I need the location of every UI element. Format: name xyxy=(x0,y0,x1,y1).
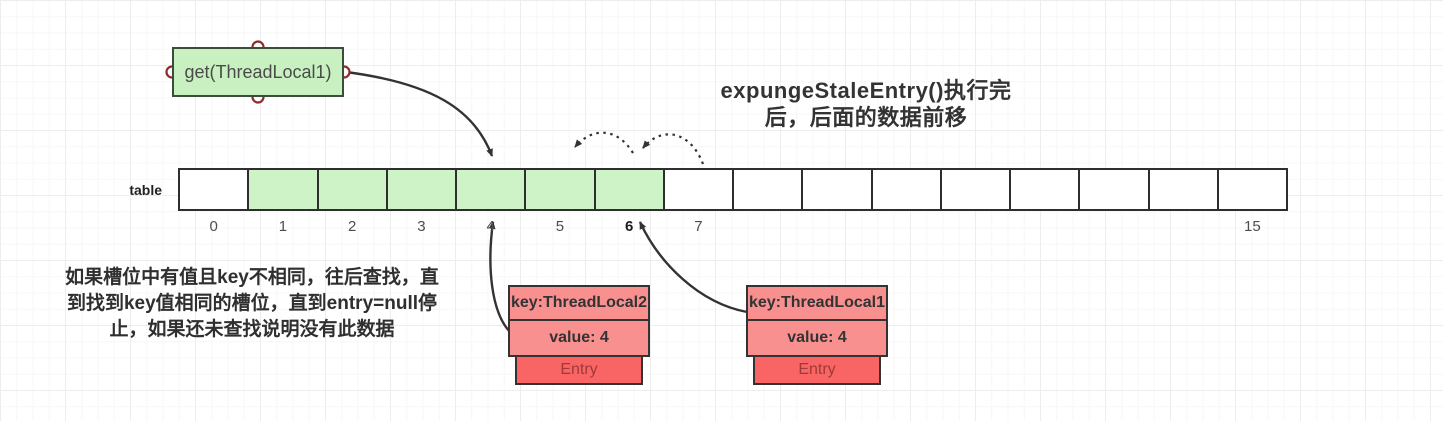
table-cell-11[interactable] xyxy=(939,170,1009,209)
expunge-title: expungeStaleEntry()执行完 后，后面的数据前移 xyxy=(700,77,1032,131)
cell-index-label: 0 xyxy=(209,218,218,235)
cell-index-label: 3 xyxy=(417,218,426,235)
entry-value-label: value: 4 xyxy=(787,329,847,346)
dotted-arc-6-to-5 xyxy=(574,131,634,154)
dotted-arc-7-to-6 xyxy=(642,133,705,165)
table-cell-1[interactable]: 1 xyxy=(247,170,317,235)
entry-key-label: key:ThreadLocal1 xyxy=(748,287,886,321)
table-cell-5[interactable]: 5 xyxy=(524,170,594,235)
get-threadlocal1-box[interactable]: get(ThreadLocal1) xyxy=(172,47,344,97)
table-cell-4[interactable]: 4 xyxy=(455,170,525,235)
title-line-2: 后，后面的数据前移 xyxy=(764,105,968,130)
table-cell-13[interactable] xyxy=(1078,170,1148,209)
entry-value-label: value: 4 xyxy=(549,329,609,346)
entry-box-threadlocal1[interactable]: key:ThreadLocal1 value: 4 Entry xyxy=(746,285,888,385)
table-cell-3[interactable]: 3 xyxy=(385,170,455,235)
table-cell-12[interactable] xyxy=(1009,170,1079,209)
threadlocal-table: 0 1 2 3 4 5 6 7 15 xyxy=(178,168,1288,235)
entry-tag: Entry xyxy=(515,357,643,385)
note-line-1: 如果槽位中有值且key不相同，往后查找，直 xyxy=(65,267,439,288)
cell-index-label: 2 xyxy=(347,218,357,235)
entry-key-label: key:ThreadLocal2 xyxy=(510,287,648,321)
table-cell-0[interactable]: 0 xyxy=(180,170,248,235)
note-line-2: 到找到key值相同的槽位，直到entry=null停 xyxy=(66,293,438,314)
table-cell-14[interactable] xyxy=(1147,170,1217,209)
cell-index-label: 4 xyxy=(486,218,495,235)
note-line-3: 止，如果还未查找说明没有此数据 xyxy=(109,319,395,340)
entry-kv-block: key:ThreadLocal1 value: 4 xyxy=(746,285,888,357)
table-cell-7[interactable]: 7 xyxy=(662,170,732,235)
cell-index-label: 5 xyxy=(555,218,565,235)
cell-index-label: 7 xyxy=(694,218,703,235)
table-cell-15[interactable]: 15 xyxy=(1216,170,1286,235)
table-cell-9[interactable] xyxy=(801,170,871,209)
cell-index-label: 15 xyxy=(1244,218,1261,235)
entry-tag: Entry xyxy=(753,357,881,385)
table-cell-2[interactable]: 2 xyxy=(316,170,386,235)
cell-index-label: 1 xyxy=(278,218,288,235)
get-box-label: get(ThreadLocal1) xyxy=(184,61,332,82)
cell-index-label: 6 xyxy=(624,218,634,235)
arrow-entry1box-to-slot6 xyxy=(638,221,748,314)
table-cell-10[interactable] xyxy=(870,170,940,209)
arrow-get-to-slot4 xyxy=(345,70,494,157)
entry-box-threadlocal2[interactable]: key:ThreadLocal2 value: 4 Entry xyxy=(508,285,650,385)
title-line-1: expungeStaleEntry()执行完 xyxy=(720,78,1012,103)
table-label: table xyxy=(129,182,162,198)
table-cell-6[interactable]: 6 xyxy=(593,170,663,235)
table-cell-8[interactable] xyxy=(732,170,802,209)
entry-kv-block: key:ThreadLocal2 value: 4 xyxy=(508,285,650,357)
lookup-note: 如果槽位中有值且key不相同，往后查找，直 到找到key值相同的槽位，直到ent… xyxy=(36,265,468,343)
